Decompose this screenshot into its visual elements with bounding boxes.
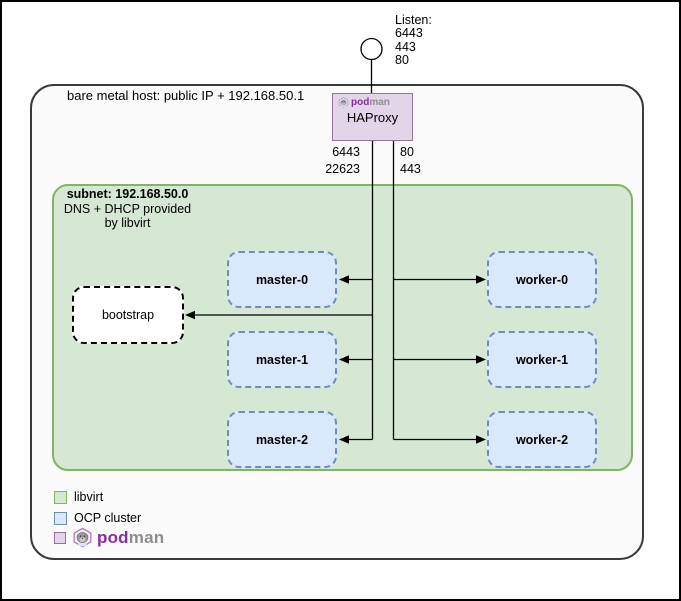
subnet-dns-dhcp-line: DNS + DHCP provided	[63, 201, 192, 216]
subnet-title: subnet: 192.168.50.0	[66, 187, 189, 201]
master-1-label: master-1	[255, 352, 309, 367]
legend-ocp-label: OCP cluster	[74, 511, 142, 525]
port-443: 443	[400, 161, 421, 176]
node-worker-1: worker-1	[487, 331, 597, 388]
port-80: 80	[400, 145, 414, 159]
bare-metal-host-label: bare metal host: public IP + 192.168.50.…	[67, 88, 305, 103]
podman-swatch-icon	[54, 531, 66, 544]
haproxy-ingress-ports: 80 443	[400, 144, 421, 177]
port-6443: 6443	[332, 145, 360, 159]
subnet-label: subnet: 192.168.50.0 DNS + DHCP provided…	[50, 187, 205, 231]
listen-port-80: 80	[395, 53, 409, 68]
worker-0-label: worker-0	[515, 272, 569, 287]
node-master-0: master-0	[227, 251, 337, 308]
node-master-2: master-2	[227, 411, 337, 468]
haproxy-api-ports: 6443 22623	[290, 144, 360, 177]
listen-port-6443: 6443	[395, 26, 423, 41]
legend-item-podman: podman	[54, 527, 164, 548]
worker-1-label: worker-1	[515, 352, 569, 367]
podman-wordmark: podman	[97, 528, 164, 548]
external-endpoint-circle	[360, 37, 383, 61]
master-2-label: master-2	[255, 432, 309, 447]
node-worker-0: worker-0	[487, 251, 597, 308]
node-master-1: master-1	[227, 331, 337, 388]
podman-wordmark-man: man	[369, 97, 390, 108]
podman-logo-icon	[338, 97, 349, 108]
haproxy-label: HAProxy	[346, 110, 399, 125]
listen-port-443: 443	[395, 39, 416, 54]
podman-wordmark-man: man	[128, 527, 165, 547]
bootstrap-label: bootstrap	[101, 308, 155, 322]
libvirt-swatch-icon	[54, 490, 67, 504]
node-worker-2: worker-2	[487, 411, 597, 468]
port-22623: 22623	[325, 161, 360, 176]
worker-2-label: worker-2	[515, 432, 569, 447]
podman-wordmark-pod: pod	[351, 97, 370, 108]
node-bootstrap: bootstrap	[72, 286, 184, 344]
ocp-cluster-swatch-icon	[54, 511, 67, 525]
legend-libvirt-label: libvirt	[74, 490, 104, 504]
legend-item-libvirt: libvirt	[54, 490, 103, 504]
podman-wordmark-pod: pod	[97, 527, 129, 547]
listen-title: Listen:	[395, 13, 432, 27]
legend-item-ocp-cluster: OCP cluster	[54, 511, 141, 525]
master-0-label: master-0	[255, 272, 309, 287]
podman-logo-icon	[73, 527, 92, 548]
listen-annotation: Listen: 6443 443 80	[395, 13, 432, 68]
subnet-libvirt-line: by libvirt	[104, 216, 151, 230]
